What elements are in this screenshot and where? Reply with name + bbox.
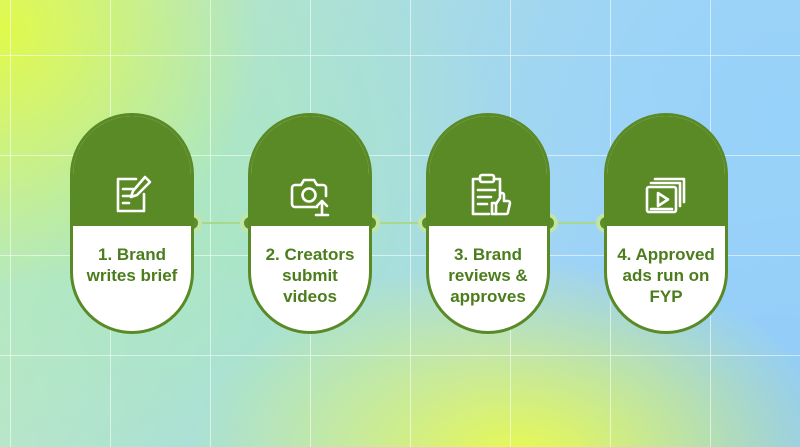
step-1-header (73, 116, 191, 226)
step-4-pill: 4. Approved ads run on FYP (604, 113, 728, 334)
step-3-label: 3. Brand reviews & approves (448, 245, 528, 306)
connector-2-3 (370, 222, 428, 224)
step-2-header (251, 116, 369, 226)
connector-3-4 (548, 222, 606, 224)
step-3-header (429, 116, 547, 226)
step-2-label: 2. Creators submit videos (265, 245, 355, 306)
clipboard-thumbs-up-icon (463, 170, 513, 220)
step-4-header (607, 116, 725, 226)
step-1-pill: 1. Brand writes brief (70, 113, 194, 334)
step-3-pill: 3. Brand reviews & approves (426, 113, 550, 334)
camera-upload-icon (285, 170, 335, 220)
connector-1-2 (190, 222, 250, 224)
edit-document-icon (107, 170, 157, 220)
step-2-pill: 2. Creators submit videos (248, 113, 372, 334)
step-1-label: 1. Brand writes brief (86, 245, 178, 285)
step-4-label: 4. Approved ads run on FYP (617, 245, 715, 306)
video-stack-play-icon (641, 170, 691, 220)
